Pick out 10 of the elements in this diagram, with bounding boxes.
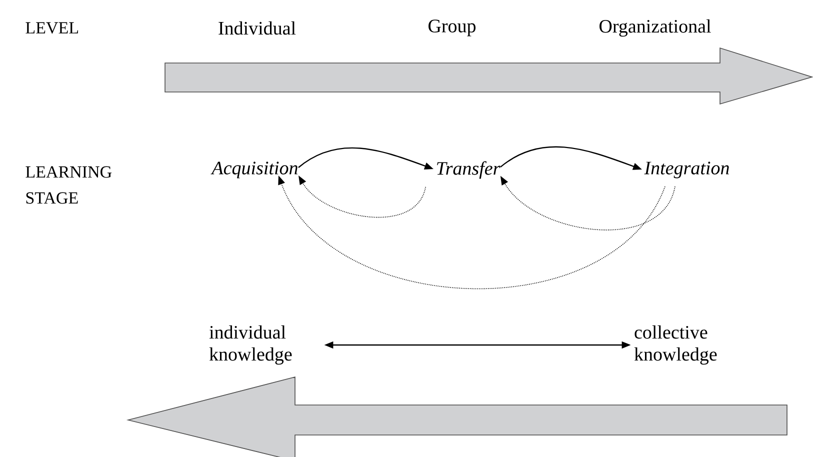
level-label: LEARNING STAGE	[26, 166, 112, 204]
level-label: Individual	[218, 21, 296, 35]
level-label: Group	[428, 20, 476, 36]
stage-label: Transfer	[437, 161, 500, 179]
stage-label: Integration	[644, 162, 729, 178]
knowledge-label: collective knowledge	[634, 325, 717, 365]
knowledge-label: individual knowledge	[209, 325, 292, 365]
level-label: LEVEL	[26, 22, 78, 34]
level-label: Organizational	[600, 19, 711, 37]
stage-label: Acquisition	[210, 162, 298, 178]
